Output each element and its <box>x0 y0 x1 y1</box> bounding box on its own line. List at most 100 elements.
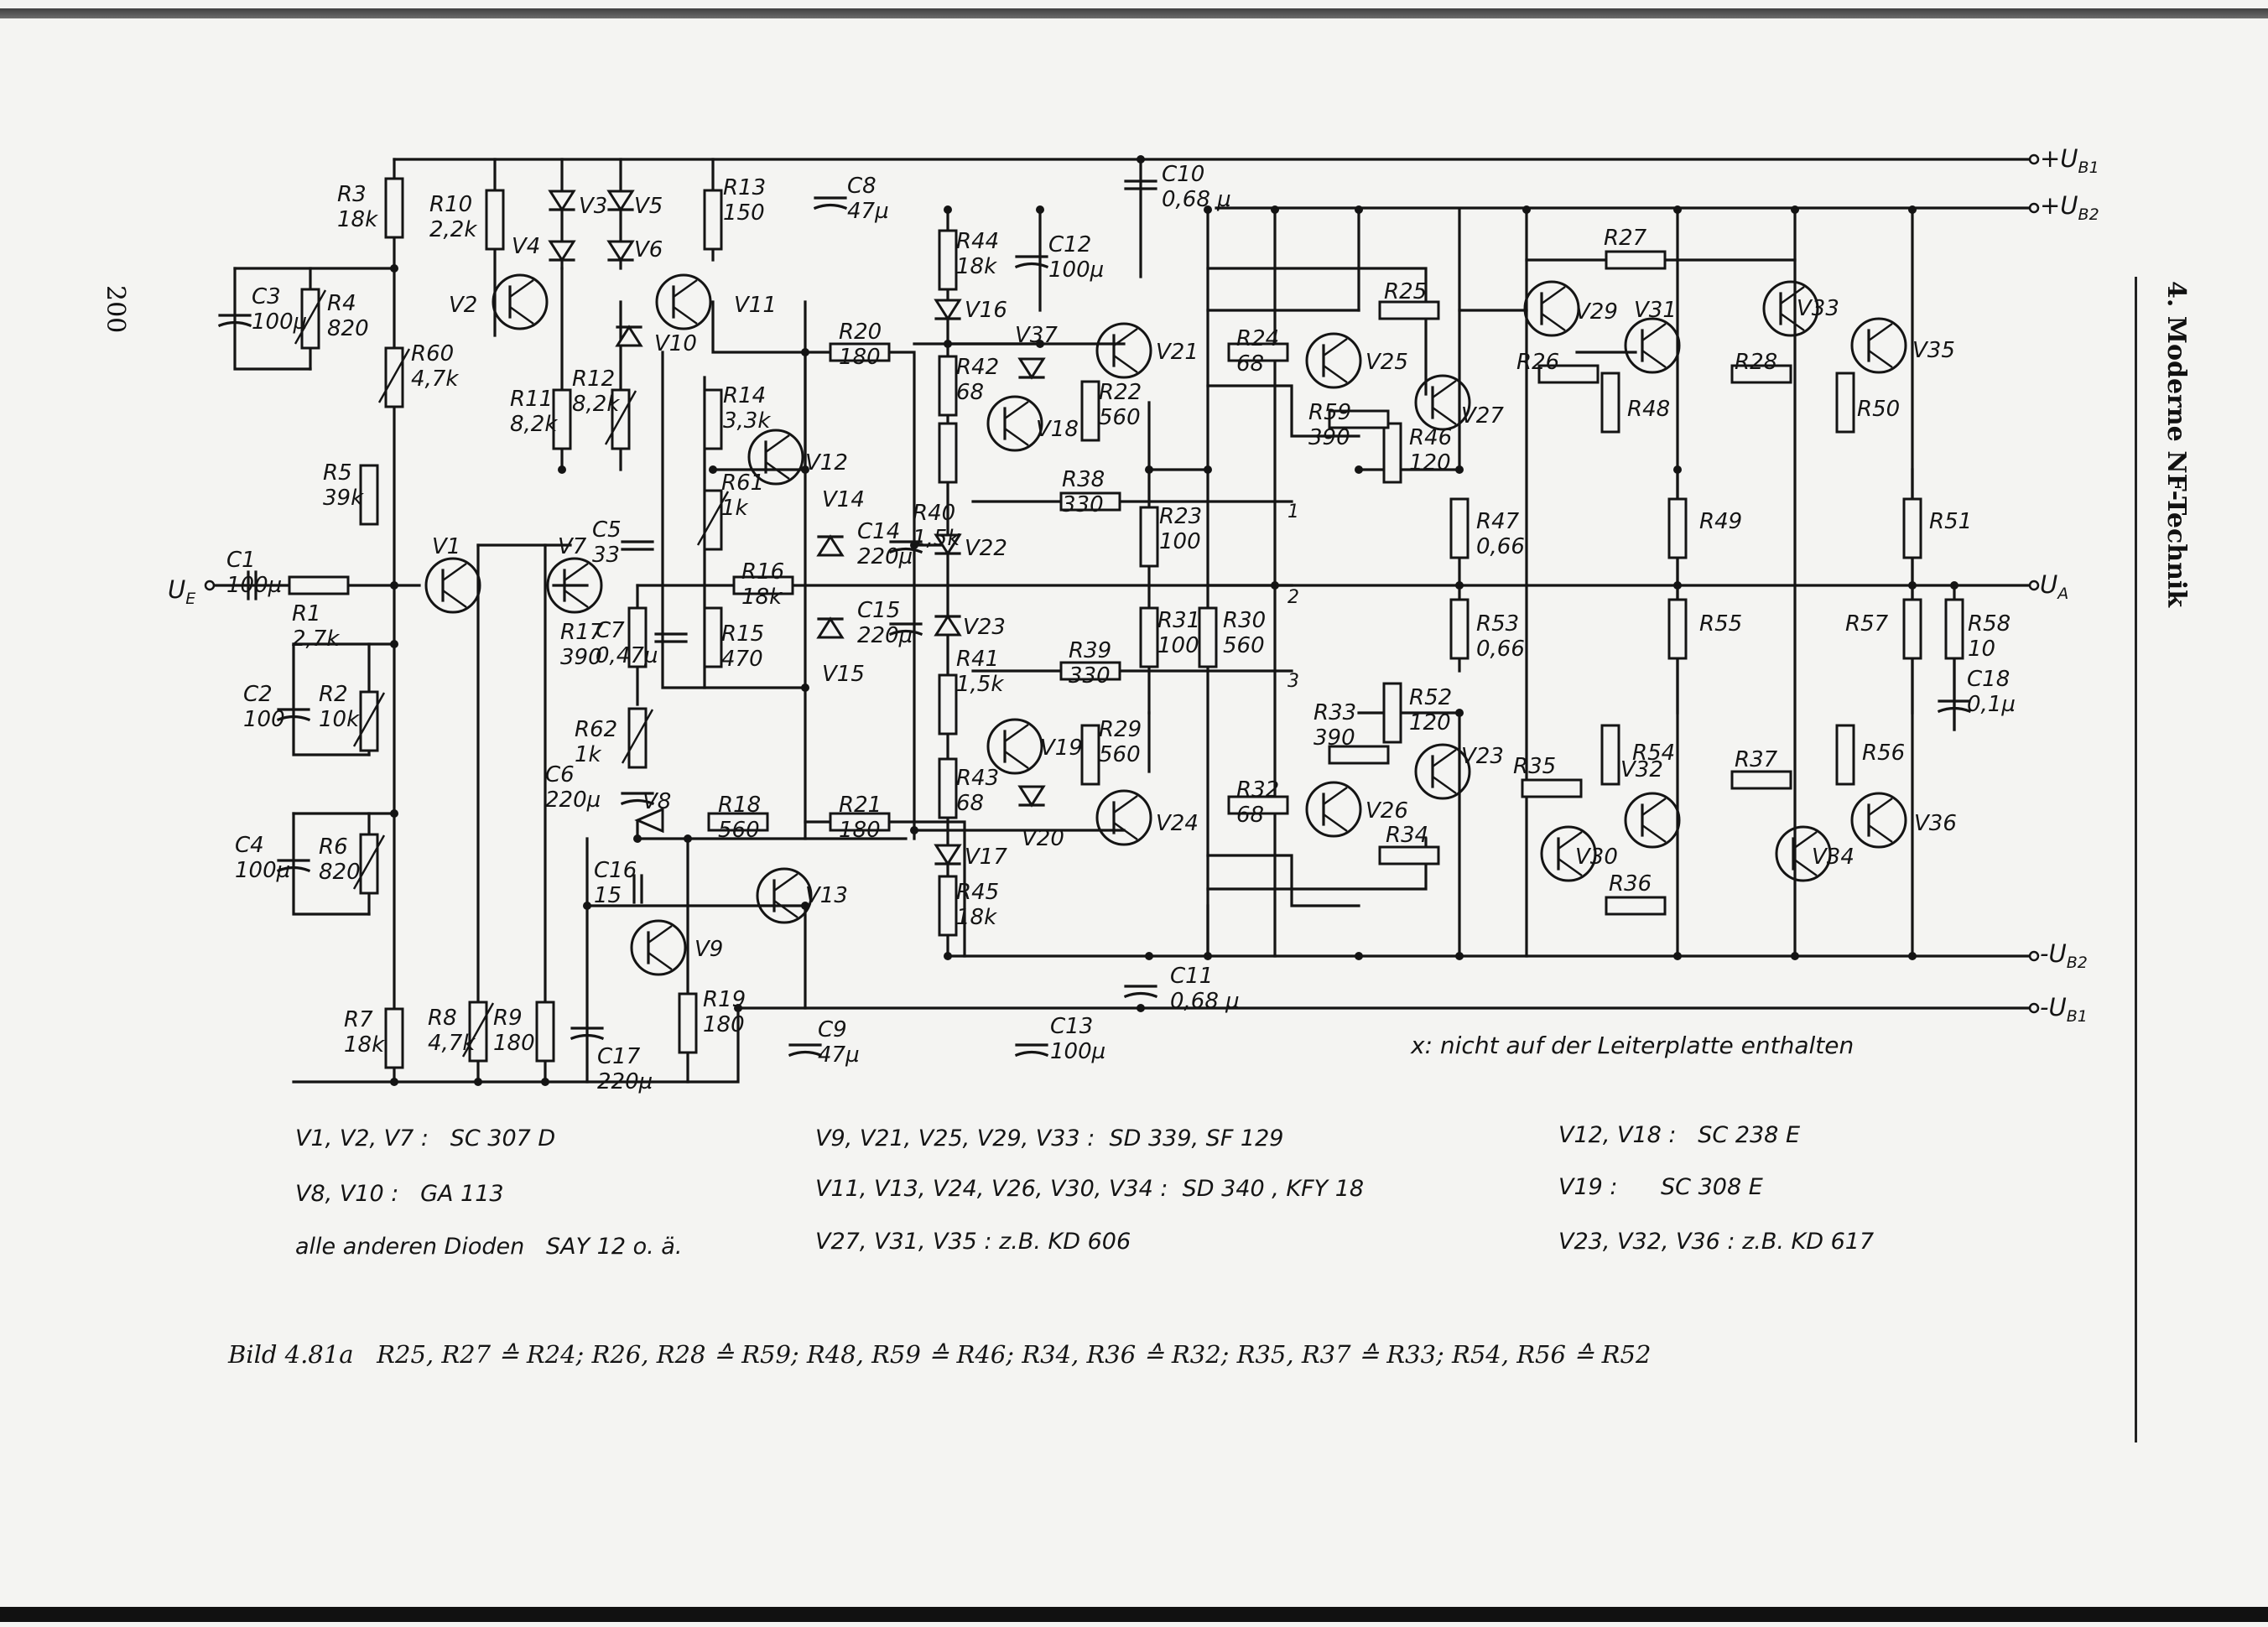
wiper-arrow <box>352 834 386 890</box>
transistor-ref: V2 <box>449 293 477 318</box>
resistor-r14 <box>703 388 723 450</box>
junction-dot <box>801 348 809 356</box>
junction-dot <box>1455 465 1464 474</box>
wiring <box>204 153 2040 1086</box>
capacitor-plate <box>276 715 311 722</box>
component-value: 47µ <box>818 1042 860 1068</box>
input-label: UE <box>168 575 196 608</box>
junction-dot <box>583 902 591 910</box>
resistor-r43 <box>938 757 958 819</box>
transistor-emitter <box>1792 858 1818 876</box>
component-ref: R54 <box>1632 741 1675 766</box>
transistor-v11 <box>655 273 712 330</box>
component-ref: R29 <box>1099 717 1142 742</box>
junction-dot <box>1271 205 1279 214</box>
wire <box>804 351 916 840</box>
resistor-r3 <box>384 177 404 239</box>
components <box>217 177 1972 1069</box>
resistor-r1 <box>288 575 350 595</box>
component-ref: R59 <box>1308 400 1351 425</box>
component-ref: C8 <box>847 174 877 199</box>
component-ref: C5 <box>592 517 622 543</box>
component-value: 100 <box>1157 633 1199 658</box>
diode-ref: V5 <box>634 194 663 219</box>
component-ref: R2 <box>319 682 348 707</box>
transistor-emitter <box>648 952 673 970</box>
component-ref: R17 <box>560 620 604 645</box>
resistor-r34 <box>1378 845 1440 865</box>
component-ref: R6 <box>319 834 348 860</box>
component-value: 68 <box>956 791 984 816</box>
transistor-collector <box>1113 328 1138 346</box>
component-ref: R19 <box>703 987 746 1012</box>
junction-dot <box>1145 952 1153 960</box>
component-ref: C18 <box>1967 667 2010 692</box>
output-label: UA <box>2040 570 2069 603</box>
terminal <box>204 580 216 591</box>
component-ref: R49 <box>1699 509 1742 534</box>
component-ref: R39 <box>1069 638 1111 663</box>
junction-dot <box>558 465 566 474</box>
transistor-emitter <box>1432 776 1457 794</box>
component-ref: R31 <box>1157 608 1200 633</box>
component-ref: C13 <box>1050 1014 1093 1039</box>
junction-dot <box>1204 952 1212 960</box>
resistor-r24 <box>1227 342 1289 362</box>
component-ref: C6 <box>545 762 575 788</box>
transistor-collector <box>1641 798 1667 816</box>
wiper-arrow <box>461 1002 495 1058</box>
component-ref: R56 <box>1862 741 1905 766</box>
transistor-emitter <box>1780 313 1805 331</box>
transistor-collector <box>1780 286 1805 304</box>
resistor-r21 <box>829 812 891 832</box>
capacitor-plate <box>1014 262 1049 269</box>
component-ref: R38 <box>1062 467 1105 492</box>
component-value: 560 <box>1099 742 1141 767</box>
capacitor-plate <box>888 547 923 554</box>
capacitor-plate <box>276 865 311 873</box>
parts-row: V1, V2, V7 : SC 307 D <box>295 1125 556 1151</box>
transistor-emitter <box>765 461 790 480</box>
component-ref: R52 <box>1409 685 1452 710</box>
component-value: 120 <box>1409 450 1451 476</box>
component-ref: R14 <box>723 383 766 408</box>
parts-row: V19 : SC 308 E <box>1558 1174 1763 1200</box>
transistor-v34 <box>1775 825 1832 882</box>
component-value: 470 <box>721 647 763 672</box>
component-value: 8,2k <box>572 392 620 417</box>
transistor-collector <box>1541 286 1566 304</box>
resistor-r28 <box>1730 364 1792 384</box>
resistor-r47 <box>1449 497 1470 559</box>
junction-dot <box>390 809 398 818</box>
component-value: 18k <box>344 1032 385 1058</box>
diode-ref: V14 <box>822 487 865 512</box>
component-ref: R44 <box>956 229 999 254</box>
transistor-collector <box>442 563 467 581</box>
transistor-ref: V27 <box>1461 403 1504 429</box>
component-value: 220µ <box>545 788 601 813</box>
transistor-emitter <box>1004 428 1029 446</box>
junction-dot <box>684 834 692 843</box>
resistor-r18 <box>707 812 769 832</box>
component-ref: R9 <box>493 1006 523 1031</box>
transistor-ref: V7 <box>558 534 587 559</box>
resistor-r20 <box>829 342 891 362</box>
component-value: 3,3k <box>723 408 771 434</box>
v8-diode <box>634 807 664 834</box>
transistor-collector <box>1323 338 1348 356</box>
resistor-r48 <box>1600 372 1620 434</box>
transistor-collector <box>1432 749 1457 767</box>
resistor-r31 <box>1139 606 1159 668</box>
component-ref: R32 <box>1236 777 1279 803</box>
junction-dot <box>390 1078 398 1086</box>
component-value: 100µ <box>1050 1039 1105 1064</box>
component-value: 100 <box>243 707 285 732</box>
footnote: x: nicht auf der Leiterplatte enthalten <box>1411 1032 1854 1059</box>
junction-dot <box>1036 205 1044 214</box>
resistor-r9 <box>535 1001 555 1063</box>
V6-diode <box>606 240 635 263</box>
resistor-r23 <box>1139 506 1159 568</box>
resistor-r19 <box>678 992 698 1054</box>
resistor-r56 <box>1835 724 1855 786</box>
